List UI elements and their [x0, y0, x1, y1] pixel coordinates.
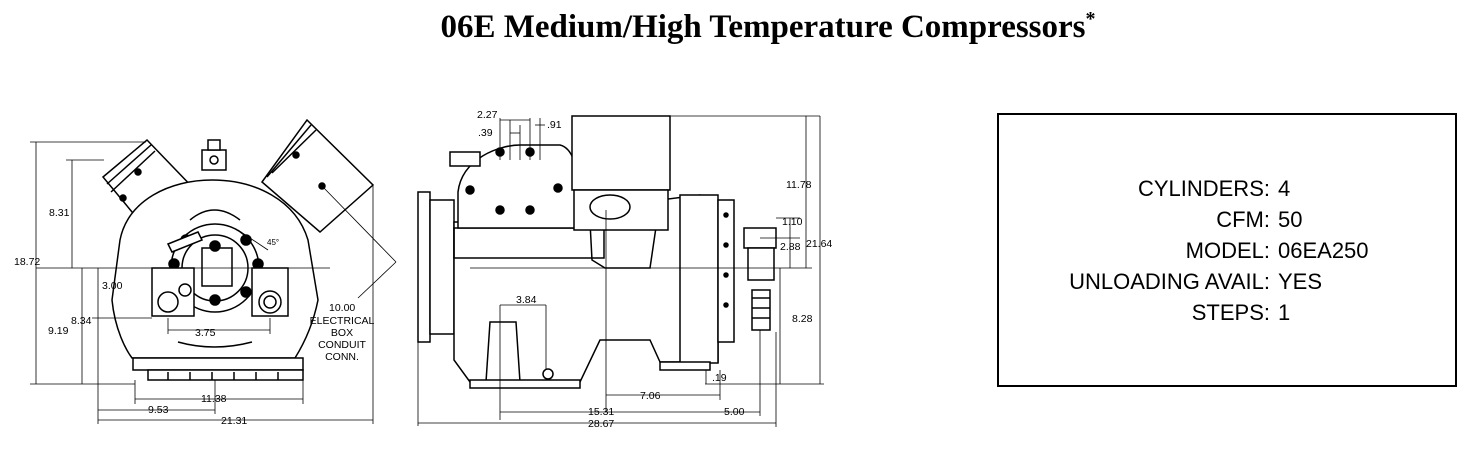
- side-view-drawing: [417, 115, 777, 389]
- spec-value: YES: [1278, 269, 1323, 294]
- dim-11-38: 11.38: [201, 393, 227, 405]
- dim-3-84: 3.84: [516, 294, 537, 306]
- dim-15-31: 15.31: [588, 406, 614, 418]
- dim-8-28: 8.28: [792, 313, 813, 325]
- dim-21-64: 21.64: [806, 238, 832, 250]
- dim-0-19: .19: [712, 372, 727, 384]
- dim-21-31: 21.31: [221, 415, 247, 427]
- dim-8-34: 8.34: [71, 315, 92, 327]
- spec-label: CFM:: [1216, 207, 1270, 232]
- dim-0-39: .39: [478, 127, 493, 139]
- side-view-dimension-lines: [417, 115, 824, 427]
- callout-line-3: CONDUIT: [318, 339, 366, 351]
- dim-8-31: 8.31: [49, 207, 70, 219]
- front-view-dimension-lines: [30, 141, 397, 424]
- dim-5-00: 5.00: [724, 406, 745, 418]
- spec-label: UNLOADING AVAIL:: [1069, 269, 1270, 294]
- title-text: 06E Medium/High Temperature Compressors: [440, 9, 1086, 45]
- spec-label: CYLINDERS:: [1137, 176, 1270, 201]
- spec-value: 06EA250: [1278, 238, 1369, 263]
- dim-45-degrees: 45°: [267, 238, 279, 247]
- dim-2-88: 2.88: [780, 241, 801, 253]
- side-view-labels: 2.27 .39 .91 11.78 1.10 2.88 21.64 3.84 …: [477, 109, 832, 430]
- title-footnote-mark: *: [1085, 8, 1096, 30]
- dim-10-00: 10.00: [329, 302, 355, 314]
- page-title: 06E Medium/High Temperature Compressors*: [0, 8, 1466, 46]
- specifications-box: CYLINDERS: 4 CFM: 50 MODEL: 06EA250 UNLO…: [997, 113, 1457, 387]
- dim-7-06: 7.06: [640, 390, 661, 402]
- spec-label: STEPS:: [1191, 300, 1270, 325]
- dim-1-10: 1.10: [782, 216, 803, 228]
- spec-value: 50: [1278, 207, 1303, 232]
- front-view-labels: 8.31 18.72 3.00 8.34 9.19 3.75 45° 10.00…: [14, 207, 375, 427]
- dim-3-75: 3.75: [195, 327, 216, 339]
- front-view-drawing: [101, 118, 375, 381]
- dim-11-78: 11.78: [786, 179, 812, 191]
- spec-label: MODEL:: [1185, 238, 1270, 263]
- dim-2-27: 2.27: [477, 109, 498, 121]
- spec-value: 1: [1278, 300, 1291, 325]
- dim-9-53: 9.53: [148, 404, 169, 416]
- callout-line-4: CONN.: [325, 351, 359, 363]
- dim-9-19: 9.19: [48, 325, 69, 337]
- callout-line-1: ELECTRICAL: [310, 315, 375, 327]
- dim-0-91: .91: [547, 119, 562, 131]
- dim-28-67: 28.67: [588, 418, 614, 430]
- dim-18-72: 18.72: [14, 256, 40, 268]
- dim-3-00: 3.00: [102, 280, 123, 292]
- spec-value: 4: [1278, 176, 1291, 201]
- callout-line-2: BOX: [331, 327, 353, 339]
